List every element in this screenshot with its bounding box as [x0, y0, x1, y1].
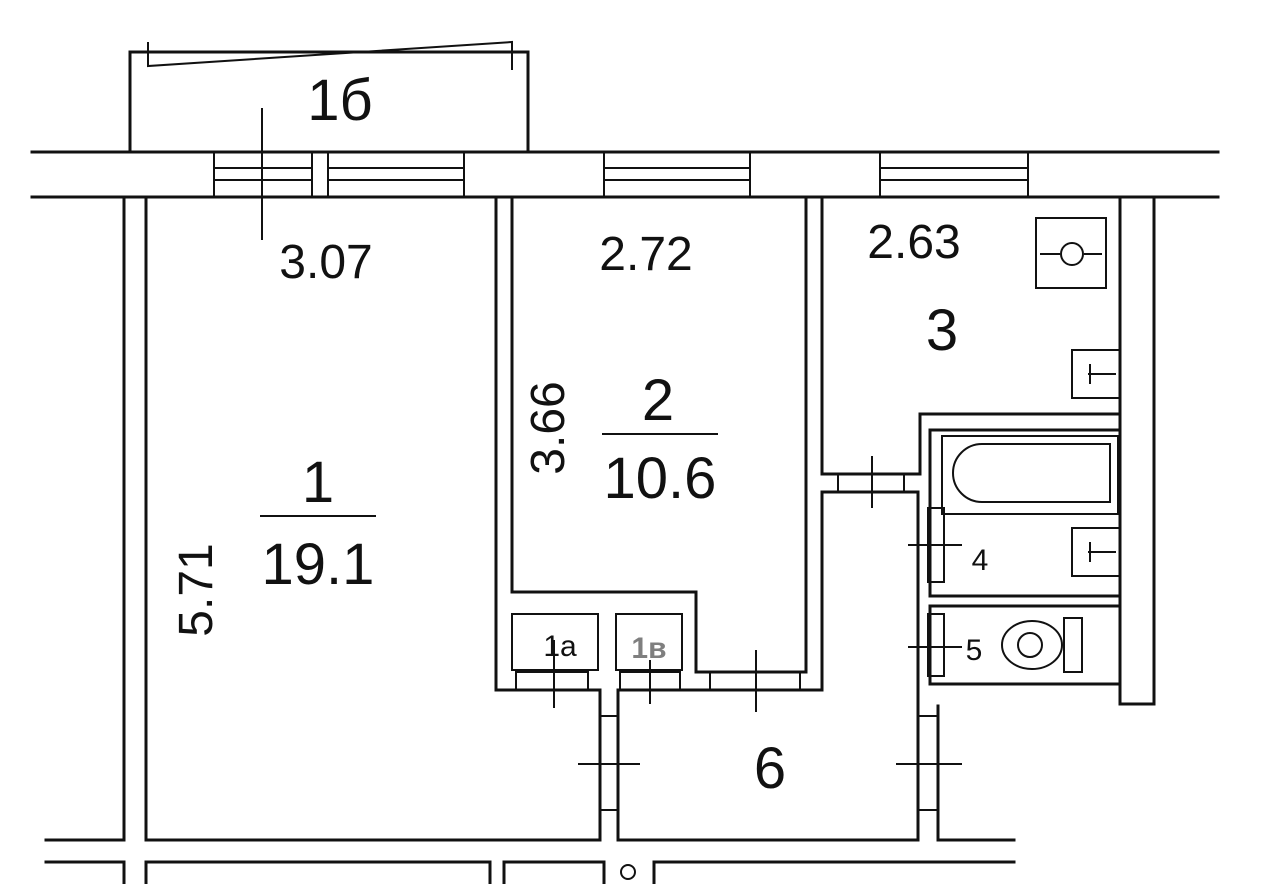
- kitchen-sink-icon: [1071, 349, 1121, 399]
- lower-floor-outline: [144, 818, 1016, 884]
- room-1-length-label: 5.71: [170, 543, 223, 636]
- kitchen-door: [837, 456, 905, 508]
- closet-1v: [615, 613, 683, 704]
- room-2-length-label: 3.66: [522, 381, 575, 474]
- corridor-walls: [578, 688, 962, 842]
- closet-1a: [511, 613, 599, 708]
- window-room-2: [603, 151, 751, 198]
- room-5-number-label: 5: [966, 634, 983, 667]
- room-4-number-label: 4: [972, 544, 989, 577]
- toilet-icon: [1001, 617, 1083, 673]
- room-4-walls: [820, 428, 1122, 692]
- door-room-2: [709, 650, 801, 712]
- room-1-area-label: 19.1: [262, 532, 375, 597]
- window-room-1: [213, 108, 465, 240]
- room-1-walls: [44, 195, 602, 884]
- room-1-number-label: 1: [302, 450, 334, 515]
- room-1v-label: 1в: [631, 632, 666, 665]
- room-1a-label: 1a: [543, 630, 577, 663]
- room-3-number-label: 3: [926, 298, 958, 363]
- room-2-width-label: 2.72: [599, 228, 692, 281]
- bathroom-sink-icon: [1071, 527, 1121, 577]
- balcony-outline: [128, 40, 530, 154]
- room-5-walls: [908, 604, 1122, 686]
- room-1-width-label: 3.07: [279, 236, 372, 289]
- stove-icon: [1035, 217, 1107, 289]
- room-2-area-label: 10.6: [604, 446, 717, 511]
- room-6-number-label: 6: [754, 736, 786, 801]
- bathtub-icon: [941, 435, 1119, 515]
- room-3-width-label: 2.63: [867, 216, 960, 269]
- room-2-number-label: 2: [642, 368, 674, 433]
- room-3-walls: [820, 195, 1156, 706]
- window-room-3: [879, 151, 1029, 198]
- room-1b-label: 1б: [307, 68, 372, 133]
- facade-wall: [30, 150, 1220, 199]
